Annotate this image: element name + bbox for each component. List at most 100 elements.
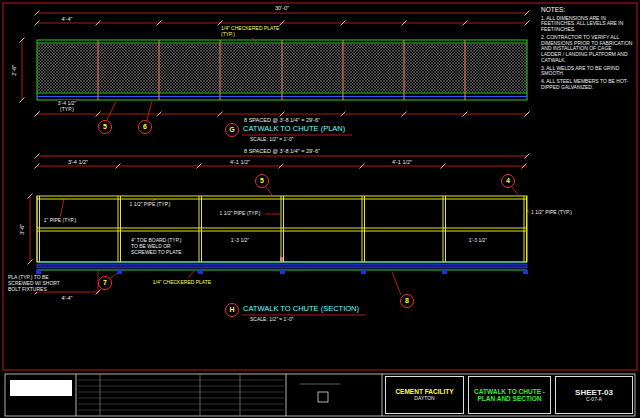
- annotation-holder: 4. ALL STEEL MEMBERS TO BE HOT-DIPPED GA…: [541, 79, 633, 91]
- dimension-tick: [525, 154, 530, 159]
- title-block: [5, 374, 635, 416]
- panel-divider: [158, 40, 159, 100]
- annotation-holder: 1 1/2" PIPE (TYP.): [531, 210, 572, 216]
- title-block: [240, 374, 241, 416]
- annotation-text: 1" PIPE (TYP.): [44, 217, 77, 223]
- annotation-text: (TYP.): [60, 106, 74, 112]
- leader-line: [188, 271, 194, 278]
- title-block: [286, 374, 287, 416]
- sheet-border: [3, 3, 637, 370]
- title-text: CATWALK TO CHUTE - PLAN AND SECTION: [471, 388, 548, 403]
- title-block-cell: CEMENT FACILITYDAYTON: [385, 376, 464, 414]
- leader-line: [107, 101, 116, 120]
- callout-letter: 4: [504, 177, 512, 185]
- leader-line: [60, 38, 529, 315]
- annotation-holder: CATWALK TO CHUTE (SECTION): [243, 305, 359, 314]
- annotation-holder: 8 SPACED @ 3'-8 1/4" = 29'-6": [244, 148, 320, 154]
- annotation-text: 1 1/2" PIPE (TYP.): [220, 210, 261, 216]
- annotation-text: 3. ALL WELDS ARE TO BE GRIND SMOOTH.: [541, 65, 619, 77]
- annotation-text: PLA (TYP.) TO BE SCREWED W/ SHORT BOLT F…: [8, 274, 60, 292]
- railing-post: [120, 196, 121, 262]
- annotation-holder: SCALE: 1/2" = 1'-0": [250, 137, 294, 143]
- railing-post: [523, 270, 528, 274]
- dimension-tick: [280, 21, 285, 26]
- annotation-holder: 8 SPACED @ 3'-8 1/4" = 29'-6": [244, 117, 320, 123]
- annotation-holder: SCALE: 1/2" = 1'-0": [250, 317, 294, 323]
- annotation-text: CATWALK TO CHUTE (SECTION): [243, 304, 359, 313]
- annotation-holder: (TYP.): [60, 107, 74, 113]
- callout-letter: 7: [101, 279, 109, 287]
- callout-letter: 5: [258, 177, 266, 185]
- callout-letter: 6: [141, 123, 149, 131]
- callout-letter: 5: [101, 123, 109, 131]
- panel-divider: [281, 40, 282, 100]
- railing-post: [283, 196, 284, 262]
- annotation-text: 3'-6": [19, 224, 25, 235]
- title-text: SHEET-03: [573, 388, 615, 397]
- annotation-holder: 1" PIPE (TYP.): [44, 218, 77, 224]
- callout-bubble: 4: [501, 174, 515, 188]
- annotation-holder: 1/4" CHECKERED PLATE (TYP.): [221, 26, 283, 38]
- callout-bubble: 6: [138, 120, 152, 134]
- dimension-tick: [157, 21, 162, 26]
- dimension-tick: [522, 164, 527, 169]
- dimension-tick: [35, 164, 40, 169]
- dimension-tick: [463, 21, 468, 26]
- panel-divider: [342, 40, 343, 100]
- section-view: [37, 228, 527, 229]
- annotation-holder: 1'-3 1/2": [231, 238, 249, 244]
- dimension-tick: [96, 112, 101, 117]
- title-block: [10, 380, 72, 396]
- railing-post: [361, 270, 366, 274]
- callout-letter: H: [227, 306, 236, 314]
- title-block: [5, 374, 635, 416]
- annotation-holder: 3'-4 1/2": [68, 159, 88, 165]
- dimension-tick: [280, 112, 285, 117]
- annotation-text: 3'-4 1/2": [68, 159, 88, 165]
- annotation-text: 2'-6": [11, 65, 17, 76]
- title-block-row: [78, 392, 284, 393]
- dimension-tick: [402, 21, 407, 26]
- panel-divider: [464, 40, 465, 100]
- annotation-holder: 4'-1 1/2": [230, 159, 250, 165]
- annotation-text: 30'-0": [275, 5, 289, 11]
- annotation-holder: 4'-4": [62, 16, 73, 22]
- plan-view: [37, 40, 527, 100]
- annotation-holder: 3'-6": [19, 224, 25, 235]
- dimension-line: [22, 13, 527, 294]
- dimension-tick: [35, 112, 40, 117]
- callout-bubble: 7: [98, 276, 112, 290]
- section-view: [37, 196, 527, 262]
- dimension-tick: [20, 98, 25, 103]
- title-block-cell: CATWALK TO CHUTE - PLAN AND SECTION: [468, 376, 551, 414]
- dimension-line: [37, 13, 527, 14]
- annotation-text: SCALE: 1/2" = 1'-0": [250, 136, 294, 142]
- annotation-text: 1 1/2" PIPE (TYP.): [531, 209, 572, 215]
- railing-post: [199, 196, 200, 262]
- dimension-tick: [35, 112, 40, 117]
- title-block: [382, 374, 383, 416]
- dimension-tick: [525, 112, 530, 117]
- dimension-tick: [360, 164, 365, 169]
- dimension-tick: [35, 21, 40, 26]
- annotation-holder: 4'-1 1/2": [392, 159, 412, 165]
- title-text: DAYTON: [412, 396, 436, 402]
- railing-post: [198, 270, 203, 274]
- annotation-text: 1 1/2" PIPE (TYP.): [130, 201, 171, 207]
- dimension-tick: [525, 21, 530, 26]
- title-block-row: [78, 404, 284, 405]
- dimension-tick: [341, 112, 346, 117]
- callout-bubble: 5: [98, 120, 112, 134]
- railing-post: [362, 196, 363, 262]
- dimension-tick: [20, 11, 530, 295]
- annotation-holder: CATWALK TO CHUTE (PLAN): [243, 125, 345, 134]
- annotation-text: SCALE: 1/2" = 1'-0": [250, 316, 294, 322]
- leader-line: [60, 199, 64, 218]
- dimension-tick: [441, 164, 446, 169]
- annotation-text: 4'-1 1/2": [392, 159, 412, 165]
- annotation-text: 8 SPACED @ 3'-8 1/4" = 29'-6": [244, 148, 320, 154]
- annotation-text: 4'-4": [62, 16, 73, 22]
- section-view: [37, 264, 527, 268]
- leader-line: [512, 187, 518, 195]
- section-view: [37, 262, 527, 263]
